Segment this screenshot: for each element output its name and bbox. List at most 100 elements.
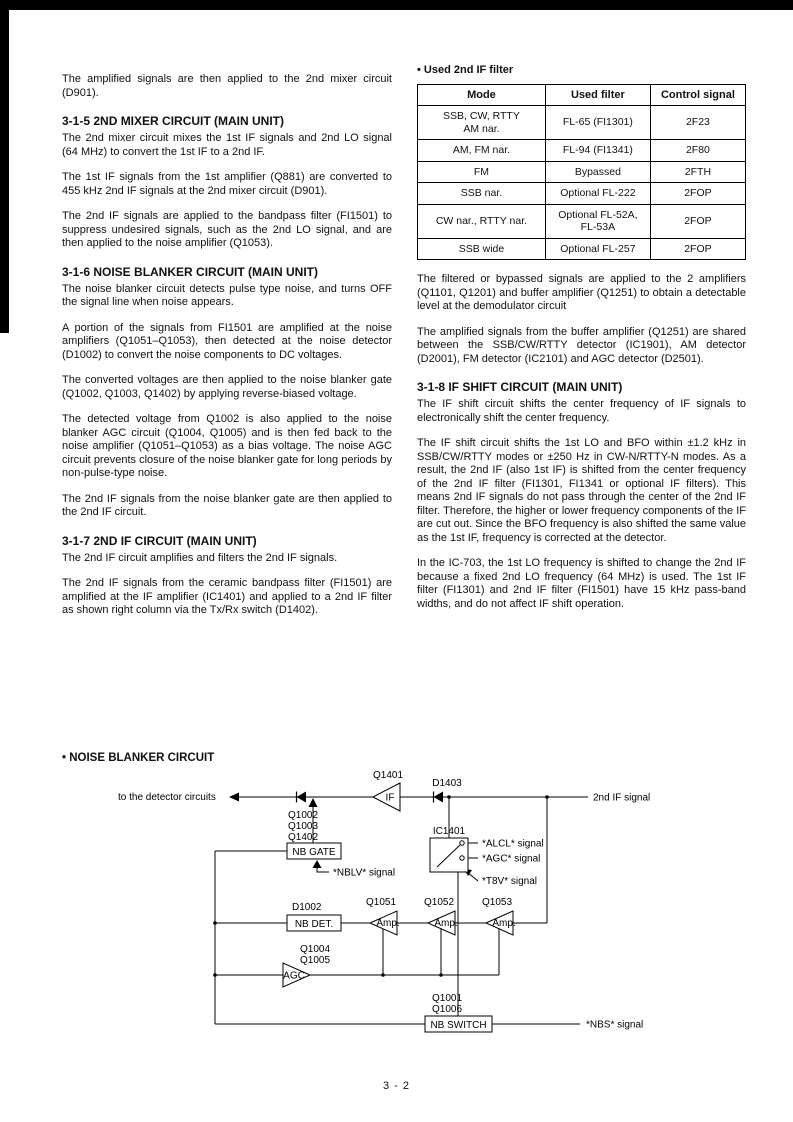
cell-filter: FL-65 (FI1301): [544, 105, 651, 140]
nb-gate-box: [286, 842, 342, 860]
switch-icon: [436, 840, 465, 868]
table-row: SSB, CW, RTTY AM nar. FL-65 (FI1301) 2F2…: [417, 105, 747, 140]
scan-artifact-top: [0, 0, 793, 10]
label-ic1401: IC1401: [433, 826, 466, 837]
arrow-left-icon: [229, 792, 239, 802]
paragraph: The IF shift circuit shifts the center f…: [417, 398, 746, 424]
label-amp: Amp.: [376, 918, 399, 929]
paragraph: The 2nd IF signals from the ceramic band…: [62, 577, 392, 616]
label-alcl-signal: *ALCL* signal: [482, 839, 544, 850]
arrow-up-icon: [312, 860, 322, 868]
cell-signal: 2FOP: [649, 182, 747, 205]
cell-mode: CW nar., RTTY nar.: [417, 203, 546, 239]
paragraph: The 2nd IF signals are applied to the ba…: [62, 210, 392, 249]
label-q1002: Q1002: [288, 810, 318, 821]
label-to-detector: to the detector circuits: [118, 792, 216, 803]
paragraph: The filtered or bypassed signals are app…: [417, 273, 746, 312]
cell-signal: 2FTH: [649, 160, 747, 183]
label-amp: Amp.: [434, 918, 457, 929]
table-row: AM, FM nar. FL-94 (FI1341) 2F80: [417, 139, 747, 162]
paragraph: The amplified signals are then applied t…: [62, 73, 392, 99]
amplifier-icon: [426, 910, 456, 936]
label-nblv-signal: *NBLV* signal: [333, 868, 395, 879]
agc-amplifier-icon: [282, 962, 312, 988]
label-agc: AGC: [283, 971, 305, 982]
label-q1053: Q1053: [482, 897, 512, 908]
cell-signal: 2FOP: [649, 203, 747, 239]
cell-mode: FM: [417, 160, 546, 183]
section-heading-3-1-7: 3-1-7 2ND IF CIRCUIT (MAIN UNIT): [62, 533, 257, 548]
table-row: CW nar., RTTY nar. Optional FL-52A, FL-5…: [417, 203, 747, 239]
nb-switch-box: [424, 1015, 493, 1033]
cell-signal: 2F80: [649, 139, 747, 162]
paragraph: The converted voltages are then applied …: [62, 374, 392, 400]
label-if: IF: [386, 793, 395, 804]
paragraph: The 1st IF signals from the 1st amplifie…: [62, 171, 392, 197]
label-q1402: Q1402: [288, 832, 318, 843]
label-q1401: Q1401: [373, 770, 403, 781]
wires: [214, 796, 588, 1025]
label-d1002: D1002: [292, 902, 322, 913]
label-q1001: Q1001: [432, 993, 462, 1004]
cell-filter: Optional FL-257: [544, 237, 651, 260]
cell-signal: 2FOP: [649, 237, 747, 260]
junction-dots: [213, 795, 549, 977]
header-control-signal: Control signal: [649, 83, 747, 106]
paragraph: The amplified signals from the buffer am…: [417, 325, 746, 365]
cell-mode: SSB wide: [417, 237, 546, 260]
cell-filter: FL-94 (FI1341): [544, 139, 651, 162]
label-t8v-signal: *T8V* signal: [482, 876, 537, 887]
scan-artifact-left: [0, 0, 9, 333]
label-agc-signal: *AGC* signal: [482, 854, 540, 865]
label-nb-gate: NB GATE: [292, 847, 335, 858]
cell-mode: SSB, CW, RTTY AM nar.: [417, 105, 546, 140]
paragraph: The noise blanker circuit detects pulse …: [62, 282, 392, 309]
label-nb-switch: NB SWITCH: [430, 1020, 486, 1031]
if-amplifier-icon: [371, 782, 401, 812]
paragraph: The detected voltage from Q1002 is also …: [62, 413, 392, 479]
paragraph: The IF shift circuit shifts the 1st LO a…: [417, 437, 746, 544]
cell-mode: SSB nar.: [417, 182, 546, 205]
cell-filter: Optional FL-222: [544, 182, 651, 205]
paragraph: The 2nd mixer circuit mixes the 1st IF s…: [62, 132, 392, 158]
cell-mode: AM, FM nar.: [417, 139, 546, 162]
if-filter-table: Mode Used filter Control signal SSB, CW,…: [417, 83, 747, 261]
paragraph: The 2nd IF signals from the noise blanke…: [62, 492, 392, 519]
cell-filter: Bypassed: [544, 160, 651, 183]
label-q1006: Q1006: [432, 1004, 462, 1015]
section-heading-3-1-6: 3-1-6 NOISE BLANKER CIRCUIT (MAIN UNIT): [62, 264, 319, 279]
label-d1403: D1403: [432, 778, 462, 789]
diagram-title: • NOISE BLANKER CIRCUIT: [62, 752, 215, 764]
diode-icon: [295, 791, 306, 803]
label-nbs-signal: *NBS* signal: [586, 1020, 643, 1031]
label-q1005: Q1005: [300, 955, 330, 966]
header-mode: Mode: [417, 83, 546, 106]
label-q1003: Q1003: [288, 821, 318, 832]
paragraph: A portion of the signals from FI1501 are…: [62, 321, 392, 361]
label-amp: Amp.: [492, 918, 515, 929]
header-used-filter: Used filter: [544, 83, 651, 106]
label-q1004: Q1004: [300, 944, 330, 955]
section-heading-3-1-8: 3-1-8 IF SHIFT CIRCUIT (MAIN UNIT): [417, 380, 623, 394]
label-nb-det: NB DET.: [295, 919, 333, 930]
right-column: • Used 2nd IF filter Mode Used filter Co…: [417, 64, 747, 623]
arrowheads: [229, 792, 472, 876]
paragraph: The 2nd IF circuit amplifies and filters…: [62, 551, 338, 564]
arrow-up-icon: [308, 798, 318, 807]
label-q1051: Q1051: [366, 897, 396, 908]
left-column: The amplified signals are then applied t…: [62, 73, 392, 630]
table-row: SSB wide Optional FL-257 2FOP: [417, 237, 747, 260]
diode-icon: [432, 791, 443, 803]
table-row: FM Bypassed 2FTH: [417, 160, 747, 183]
cell-filter: Optional FL-52A, FL-53A: [544, 203, 651, 239]
table-title: • Used 2nd IF filter: [417, 64, 514, 76]
table-row: SSB nar. Optional FL-222 2FOP: [417, 182, 747, 205]
section-heading-3-1-5: 3-1-5 2ND MIXER CIRCUIT (MAIN UNIT): [62, 114, 285, 128]
table-header-row: Mode Used filter Control signal: [417, 83, 747, 106]
amplifier-icon: [368, 910, 398, 936]
page-number: 3 - 2: [382, 1080, 410, 1092]
amplifier-icon: [484, 910, 514, 936]
nb-det-box: [286, 914, 342, 932]
paragraph: In the IC-703, the 1st LO frequency is s…: [417, 557, 746, 610]
